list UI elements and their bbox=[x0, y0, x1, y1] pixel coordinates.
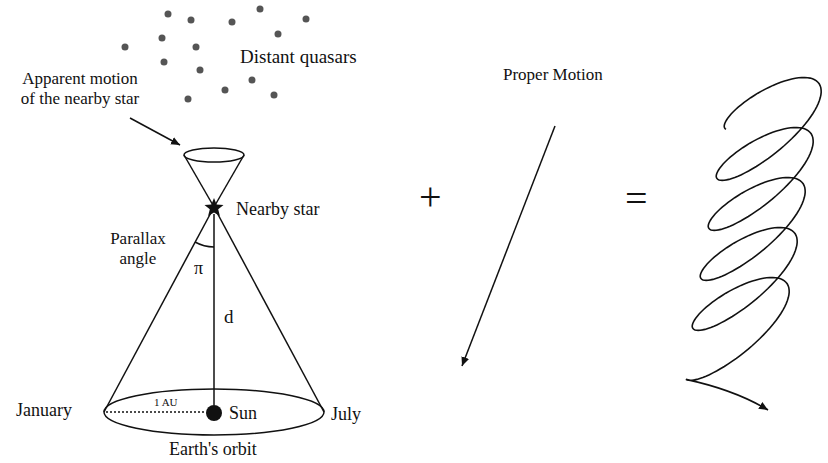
angle-symbol: π bbox=[194, 258, 203, 279]
proper-motion-arrow bbox=[462, 126, 555, 366]
star-symbol bbox=[205, 198, 224, 216]
apparent-motion-ellipse bbox=[184, 148, 244, 162]
distance-label: d bbox=[224, 306, 234, 328]
equals-sign: = bbox=[625, 176, 648, 222]
arrow-label: Proper Motion bbox=[503, 65, 603, 85]
month-label: January bbox=[16, 400, 72, 421]
lower-cone-line bbox=[214, 207, 324, 412]
angle-label: Parallax angle bbox=[103, 229, 173, 268]
group-label: Distant quasars bbox=[240, 46, 357, 68]
sun-dot bbox=[206, 405, 222, 421]
sun-label: Sun bbox=[229, 403, 257, 424]
upper-cone-line bbox=[184, 155, 214, 207]
star-label: Nearby star bbox=[236, 199, 319, 220]
parallax-arc bbox=[195, 242, 214, 247]
month-label: July bbox=[331, 404, 361, 425]
lower-cone-line bbox=[104, 207, 214, 412]
callout-label: Apparent motion of the nearby star bbox=[20, 69, 140, 108]
orbit-label: Earth's orbit bbox=[169, 439, 257, 460]
distance-line bbox=[213, 214, 215, 405]
plus-sign: + bbox=[419, 174, 442, 220]
au-dotted-line bbox=[106, 411, 205, 412]
dimension-label: 1 AU bbox=[154, 396, 178, 409]
combined-motion-helix bbox=[686, 78, 821, 411]
leader-arrow bbox=[130, 118, 180, 145]
